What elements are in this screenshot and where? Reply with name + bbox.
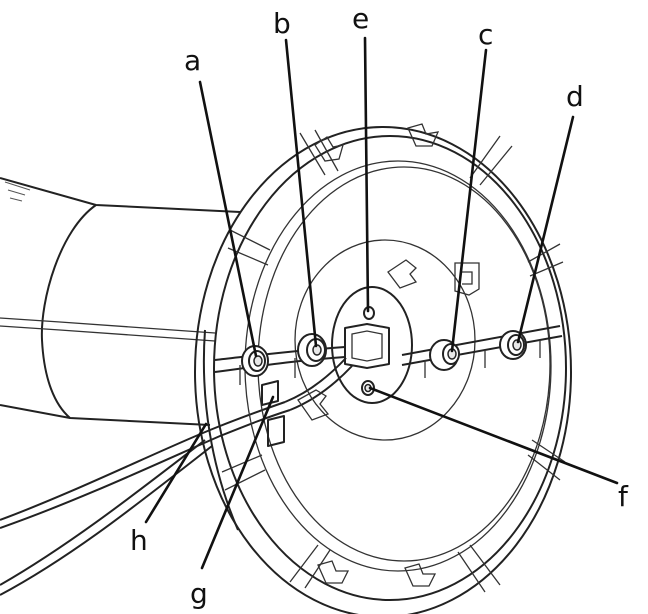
central-hub (294, 239, 480, 441)
hub-screw-f (361, 380, 375, 396)
callout-label-a: a (184, 44, 201, 77)
callout-label-f: f (618, 480, 629, 513)
leader-line-c (450, 48, 488, 353)
wire-bundle (0, 357, 353, 596)
leader-line-a (198, 80, 258, 358)
callout-label-e: e (352, 2, 369, 35)
screw-terminal-d (499, 330, 527, 360)
connector-block (261, 380, 330, 447)
leader-line-h (144, 422, 208, 524)
leader-line-e (363, 36, 370, 313)
screw-terminal-b (297, 333, 327, 367)
screw-terminal-c (429, 339, 460, 371)
leader-lines (144, 36, 619, 570)
screw-terminal-a (241, 345, 269, 377)
leader-line-d (516, 115, 575, 344)
leader-line-f (368, 386, 619, 485)
leader-line-b (284, 38, 318, 348)
leader-line-g (200, 395, 275, 570)
callout-label-g: g (190, 577, 208, 610)
callout-label-d: d (566, 80, 584, 113)
cylinder-body (0, 177, 241, 426)
terminal-strip (214, 325, 563, 385)
callout-label-c: c (478, 18, 493, 51)
callout-label-h: h (130, 524, 148, 557)
callout-label-b: b (273, 7, 291, 40)
